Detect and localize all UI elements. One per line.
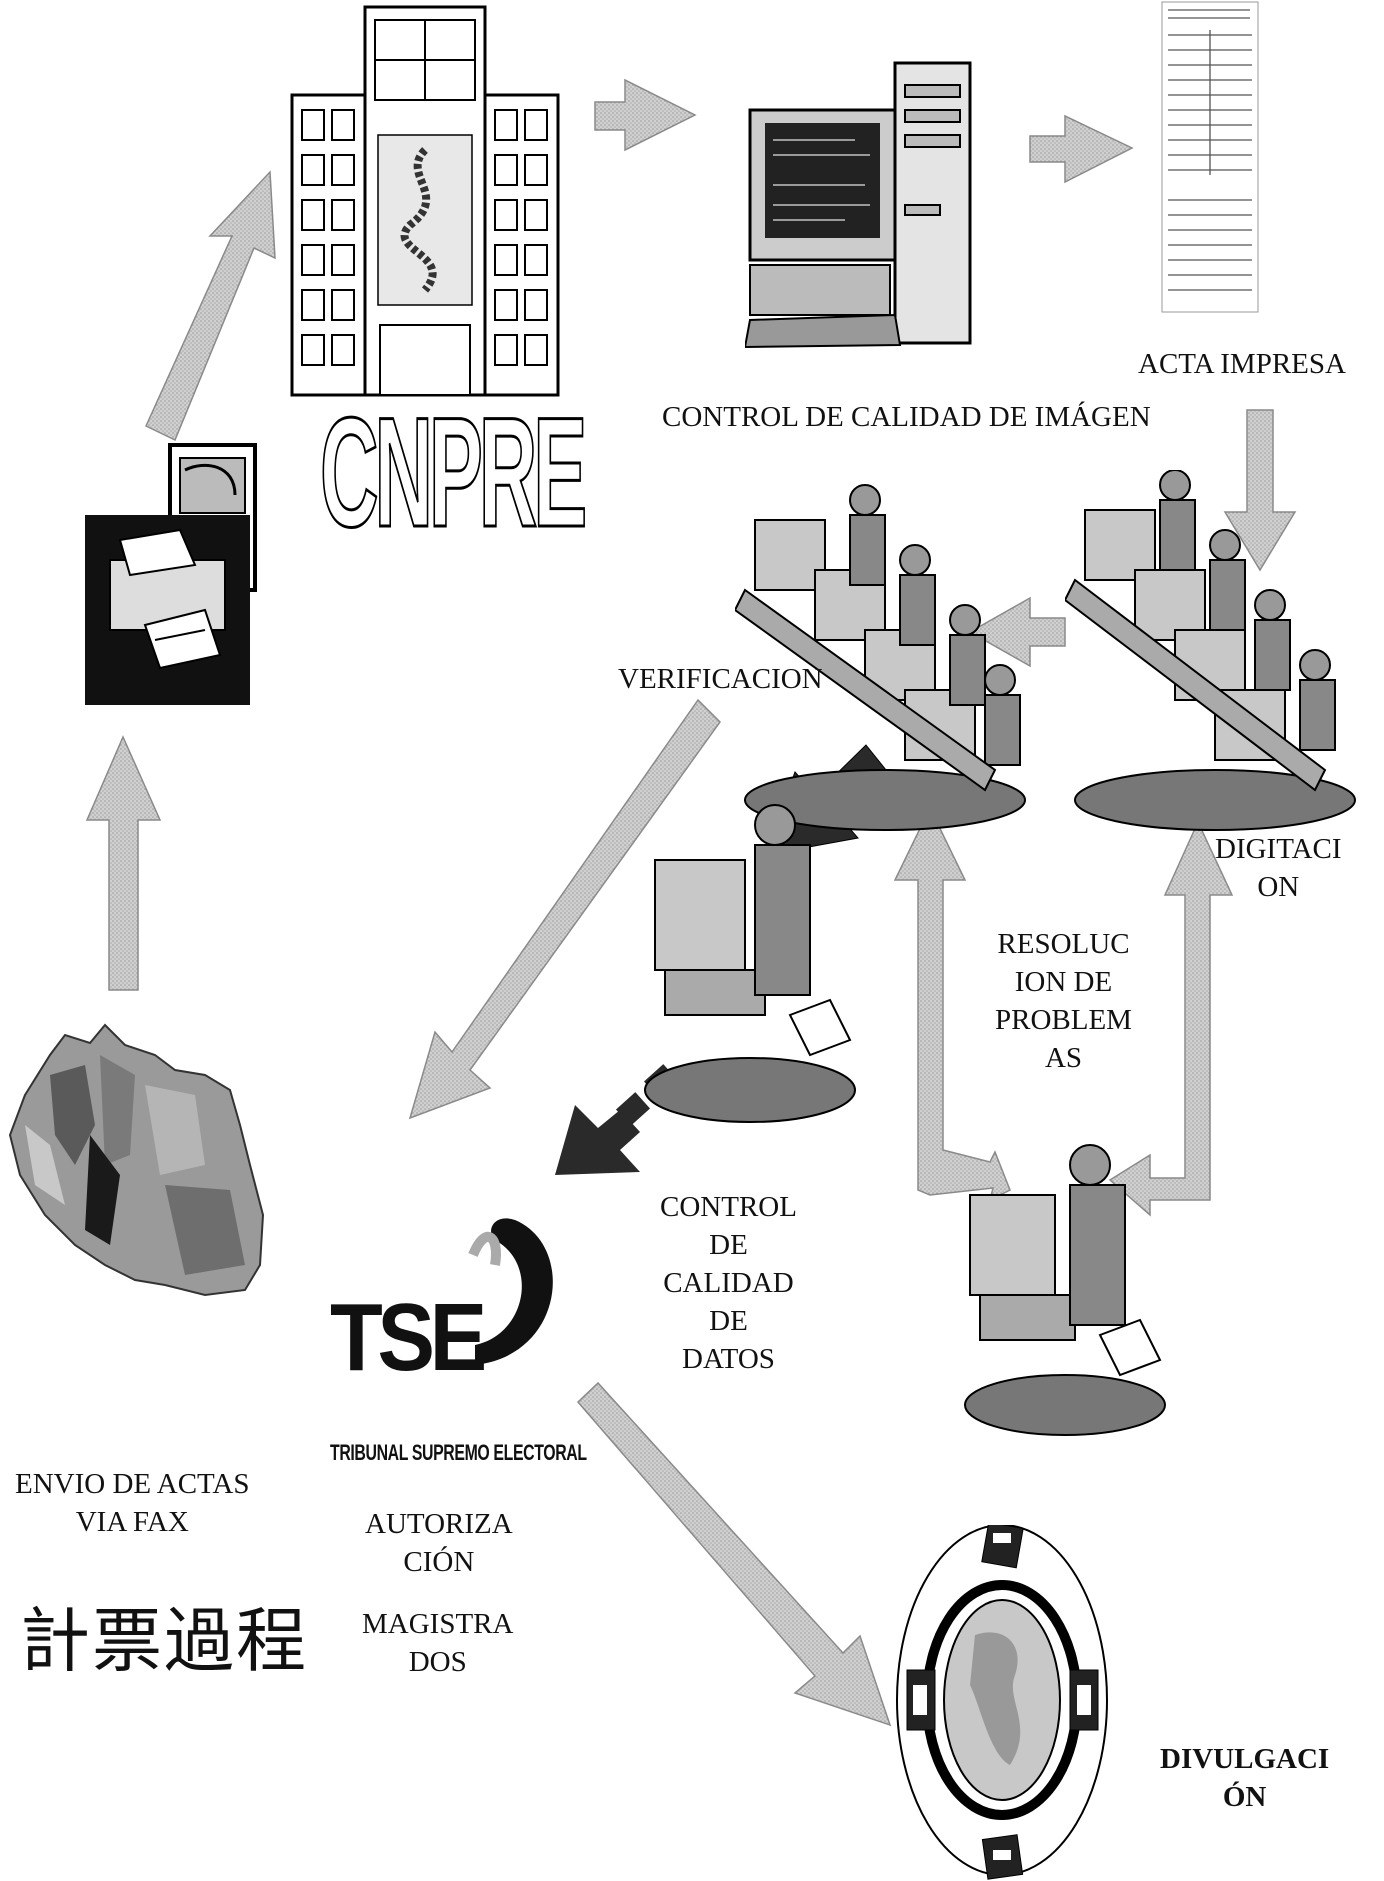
label-envio-actas: ENVIO DE ACTAS VIA FAX	[15, 1468, 250, 1538]
tse-subtitle: TRIBUNAL SUPREMO ELECTORAL	[330, 1440, 587, 1465]
label-resolucion-problemas: RESOLUC ION DE PROBLEM AS	[995, 928, 1132, 1074]
printed-document-icon	[1161, 1, 1259, 313]
globe-divulgacion-icon	[896, 1525, 1108, 1880]
arrow-tse-to-divulgacion	[576, 1381, 892, 1727]
tse-letters: TSE	[330, 1284, 487, 1391]
arrow-building-to-computer	[594, 78, 697, 152]
tse-logo-letters: TSE	[330, 1290, 487, 1386]
label-digitacion: DIGITACI ON	[1215, 833, 1342, 903]
label-divulgacion: DIVULGACI ÓN	[1160, 1743, 1330, 1813]
label-autorizacion: AUTORIZA CIÓN	[365, 1508, 513, 1578]
label-magistrados: MAGISTRA DOS	[362, 1608, 514, 1678]
arrow-computer-to-acta	[1029, 114, 1134, 184]
label-verificacion: VERIFICACION	[618, 663, 823, 695]
resolucion-worker-illustration	[964, 1144, 1166, 1436]
label-control-calidad-imagen: CONTROL DE CALIDAD DE IMÁGEN	[662, 401, 1151, 433]
map-illustration	[8, 1023, 265, 1297]
arrow-verificacion-to-tse	[408, 698, 721, 1120]
digitacion-workers-illustration	[1065, 470, 1356, 831]
control-datos-worker-illustration	[644, 804, 856, 1123]
verificacion-workers-illustration	[735, 484, 1026, 831]
arrow-digitacion-to-verificacion	[968, 596, 1066, 668]
computer-illustration	[745, 61, 972, 349]
cnpre-logo: CNPRE	[319, 386, 588, 560]
building-illustration	[290, 5, 560, 397]
arrow-resolucion-loop	[893, 806, 1011, 1202]
label-control-calidad-datos: CONTROL DE CALIDAD DE DATOS	[660, 1191, 797, 1375]
fax-machine-icon	[85, 443, 257, 705]
arrow-fax-to-building	[145, 170, 276, 442]
chinese-title: 計票過程	[20, 1600, 308, 1682]
tse-logo	[468, 1218, 553, 1365]
arrow-acta-to-digitacion	[1223, 409, 1297, 572]
arrow-up-fax	[85, 735, 162, 991]
label-acta-impresa: ACTA IMPRESA	[1138, 348, 1346, 380]
